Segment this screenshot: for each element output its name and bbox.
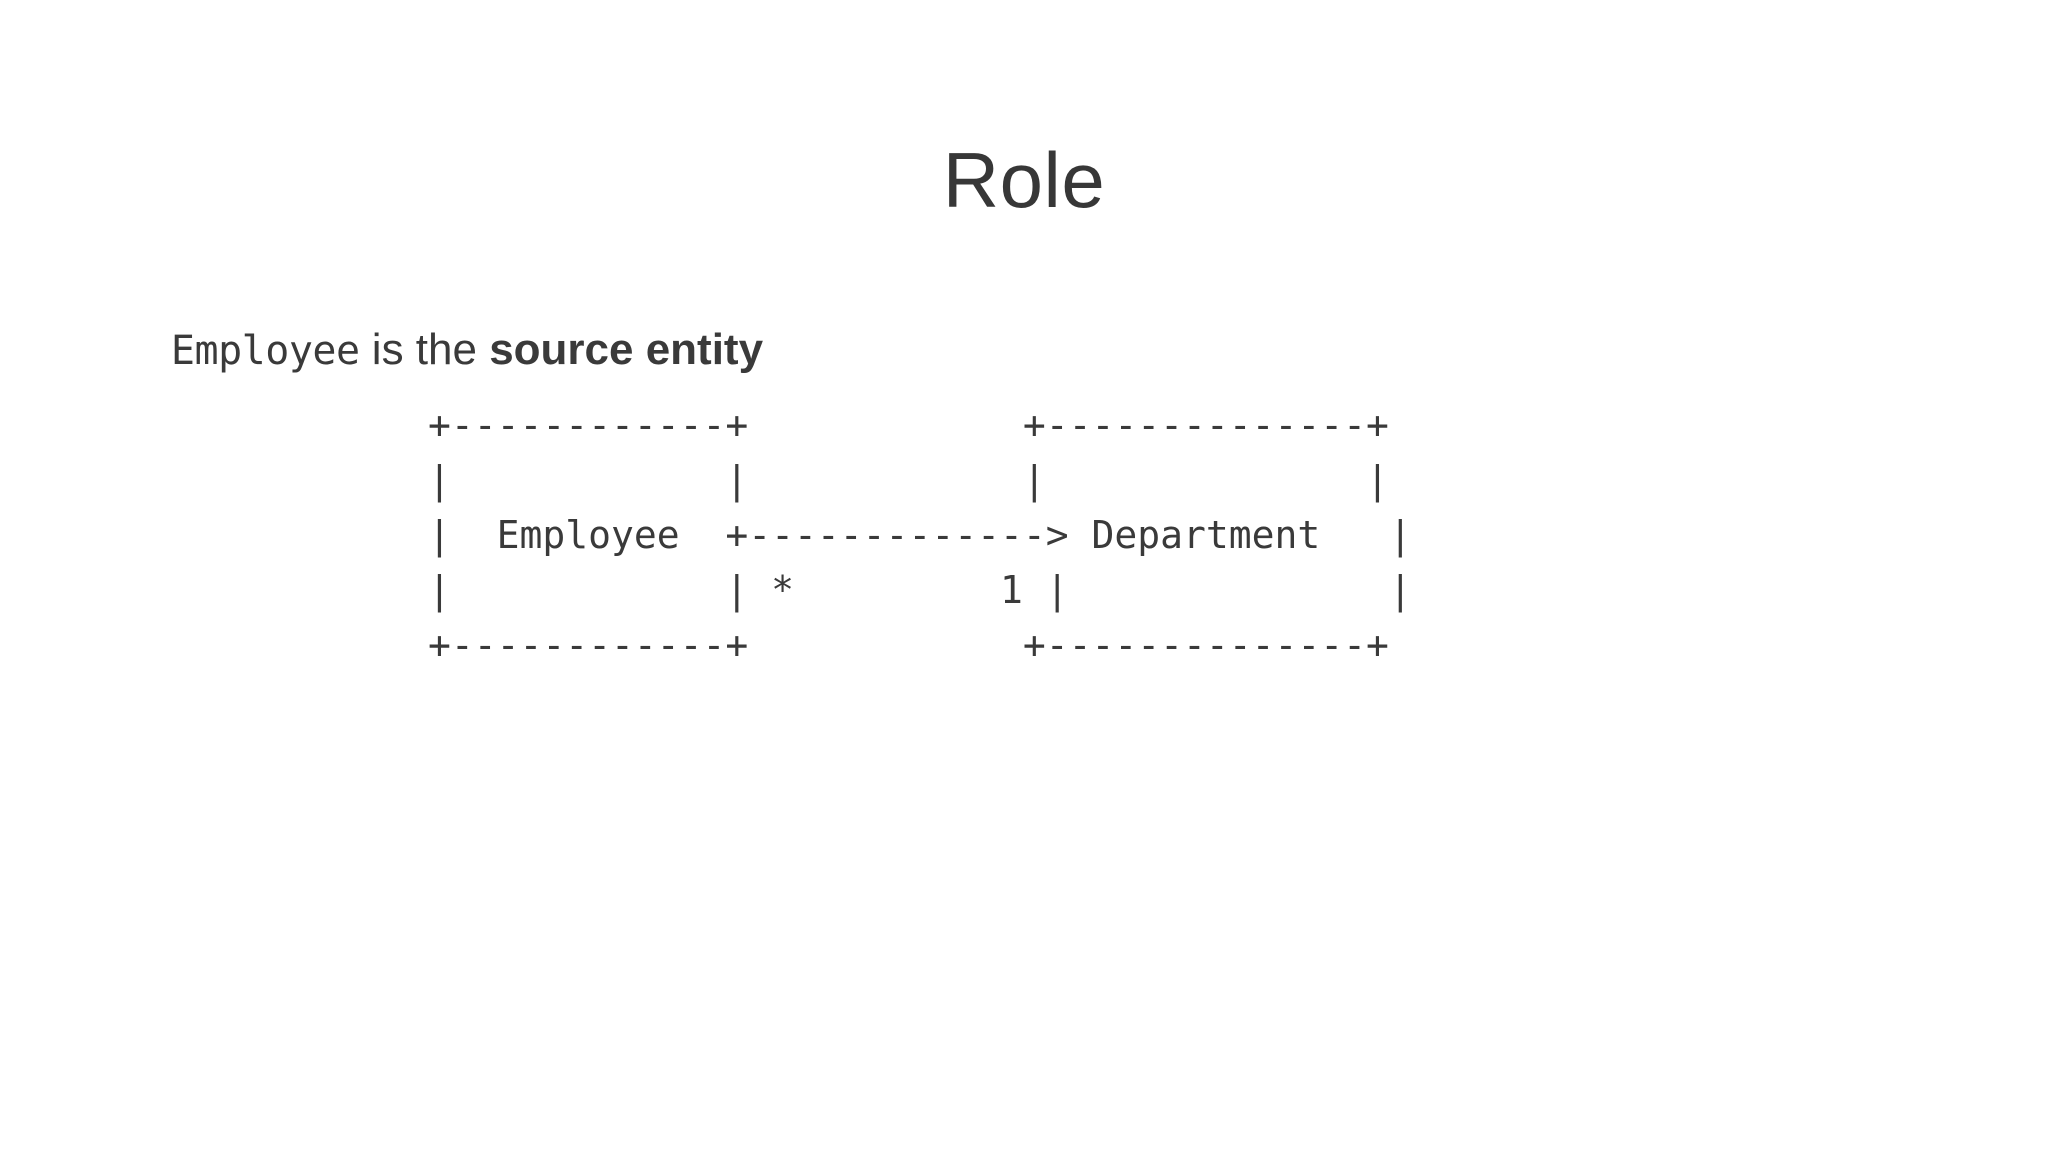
page-title: Role [942, 136, 1106, 225]
subtitle-connector: is the [359, 324, 490, 374]
ascii-line-entities-arrow: | Employee +-------------> Department | [428, 513, 1412, 557]
ascii-er-diagram: +------------+ +--------------+ | | | | | … [428, 398, 1412, 673]
subtitle-code-term: Employee [170, 327, 360, 374]
subtitle-emphasis: source entity [489, 324, 764, 374]
ascii-line-bottom-borders: +------------+ +--------------+ [428, 623, 1389, 667]
ascii-line-top-borders: +------------+ +--------------+ [428, 403, 1389, 447]
ascii-line-cardinalities: | | * 1 | | [428, 568, 1412, 612]
subtitle-line: Employee is the source entity [122, 274, 763, 426]
ascii-line-upper-sides: | | | | [428, 458, 1389, 502]
